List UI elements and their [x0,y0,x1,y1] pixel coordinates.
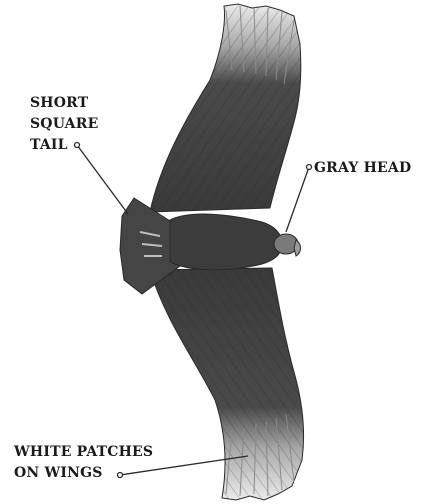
tail-callout-line3: TAIL [30,135,98,156]
body [170,214,282,270]
tail-callout-line1: SHORT [30,93,98,114]
lower-wing [150,268,304,500]
wings-callout-line1: WHITE PATCHES [14,442,153,463]
upper-wing [150,4,301,212]
head-leader-line [286,167,309,232]
wings-callout-line2: ON WINGS [14,463,153,484]
head-callout-line1: GRAY HEAD [314,158,411,179]
wings-callout: WHITE PATCHES ON WINGS [14,442,153,484]
head-callout: GRAY HEAD [314,158,411,179]
tail-callout-line2: SQUARE [30,114,98,135]
tail-callout: SHORT SQUARE TAIL [30,93,98,156]
head-leader-dot [307,165,312,170]
